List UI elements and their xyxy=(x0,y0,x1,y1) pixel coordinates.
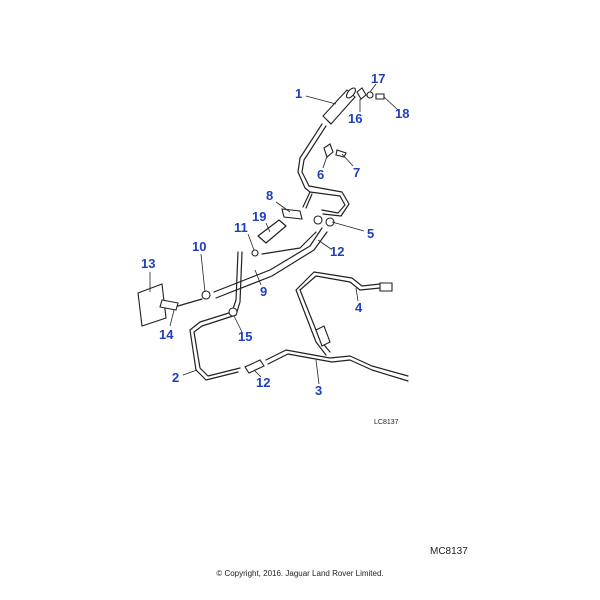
callout-13: 13 xyxy=(141,256,155,271)
callout-18: 18 xyxy=(395,106,409,121)
connector-12-lower xyxy=(244,359,265,374)
callout-8: 8 xyxy=(266,188,273,203)
drawing-code: LC8137 xyxy=(374,419,399,426)
callout-12-upper: 12 xyxy=(330,244,344,259)
callout-labels: 1 2 3 4 5 6 7 8 9 10 11 12 12 13 14 15 1… xyxy=(141,71,409,398)
callout-16: 16 xyxy=(348,111,362,126)
callout-19: 19 xyxy=(252,209,266,224)
callout-15: 15 xyxy=(238,329,252,344)
callout-1: 1 xyxy=(295,86,302,101)
callout-7: 7 xyxy=(353,165,360,180)
callout-12-lower: 12 xyxy=(256,375,270,390)
copyright-notice: © Copyright, 2016. Jaguar Land Rover Lim… xyxy=(216,569,384,578)
clip-part xyxy=(281,208,303,220)
canister-part xyxy=(297,87,357,217)
callout-6: 6 xyxy=(317,167,324,182)
connector-11 xyxy=(251,249,259,257)
plate-13 xyxy=(137,283,167,327)
callout-14: 14 xyxy=(159,327,174,342)
callout-4: 4 xyxy=(355,300,363,315)
grommet-15 xyxy=(228,307,238,317)
pipe-3 xyxy=(265,349,409,382)
pipe-4 xyxy=(295,271,393,356)
callout-2: 2 xyxy=(172,370,179,385)
reference-code: MC8137 xyxy=(430,546,468,557)
callout-10: 10 xyxy=(192,239,206,254)
callout-17: 17 xyxy=(371,71,385,86)
fittings-top xyxy=(356,87,385,100)
leader-lines xyxy=(149,83,399,385)
callout-3: 3 xyxy=(315,383,322,398)
pipe-2 xyxy=(189,251,243,381)
valve-14 xyxy=(159,298,203,311)
hose-19 xyxy=(257,219,287,244)
seal-rings xyxy=(313,215,335,227)
pipe-9 xyxy=(213,227,328,299)
callout-9: 9 xyxy=(260,284,267,299)
grommet-10 xyxy=(201,290,211,300)
callout-5: 5 xyxy=(367,226,374,241)
callout-11: 11 xyxy=(234,220,248,235)
